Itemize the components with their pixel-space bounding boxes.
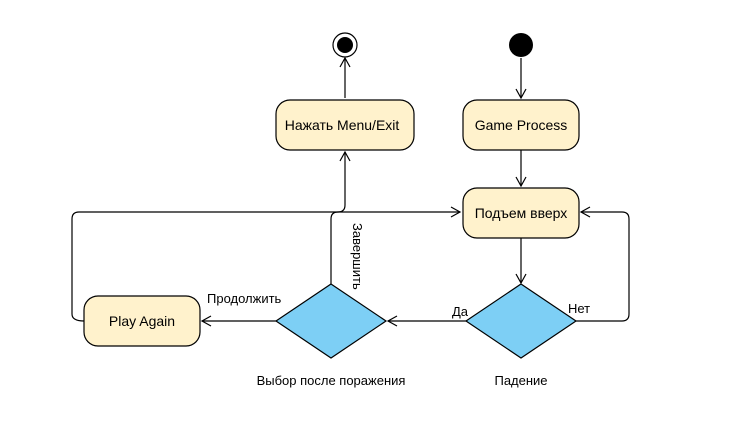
start-node (509, 33, 533, 57)
rise-up-label: Подъем вверх (475, 205, 568, 221)
press-menu-exit-node: Нажать Menu/Exit (275, 99, 415, 151)
end-node (332, 32, 358, 58)
rise-up-node: Подъем вверх (462, 187, 580, 239)
edge-label-no: Нет (568, 301, 590, 316)
fall-decision-node (464, 283, 578, 359)
edge-label-continue: Продолжить (207, 291, 282, 306)
edge-label-finish: Завершить (350, 223, 365, 290)
edge-fall-no-to-rise-up (576, 206, 630, 322)
game-process-label: Game Process (475, 117, 568, 133)
game-process-node: Game Process (462, 99, 580, 151)
edge-label-yes: Да (452, 304, 469, 319)
play-again-node: Play Again (83, 295, 201, 347)
press-menu-exit-label: Нажать Menu/Exit (285, 117, 400, 133)
fall-decision-caption: Падение (494, 373, 547, 388)
choice-decision-caption: Выбор после поражения (257, 373, 406, 388)
edge-play-again-to-rise-up (71, 206, 462, 322)
edge-choice-finish-to-menu-exit (330, 150, 351, 284)
choice-decision-node (274, 283, 388, 359)
play-again-label: Play Again (109, 313, 175, 329)
